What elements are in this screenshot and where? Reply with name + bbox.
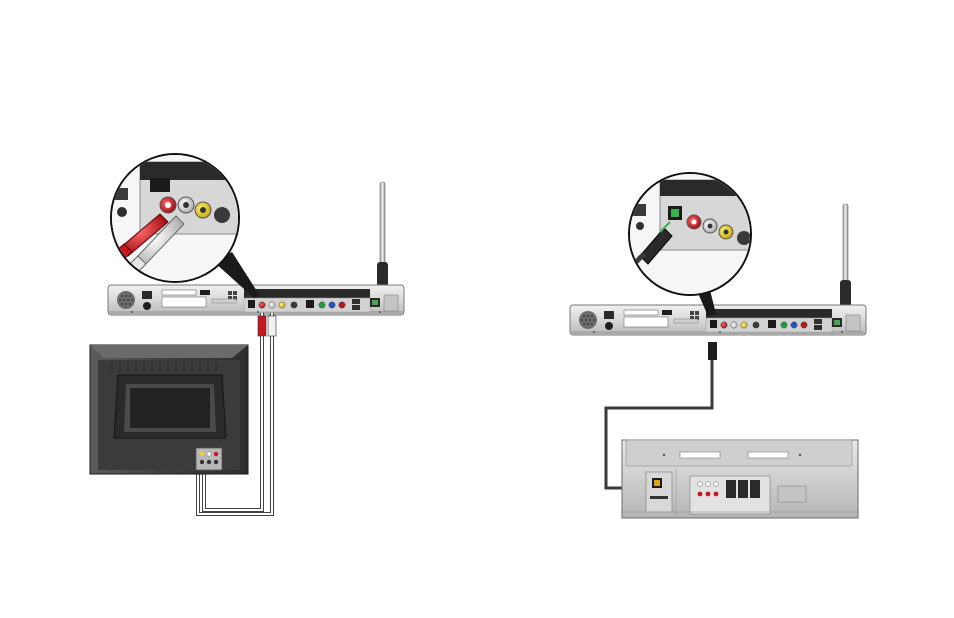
media-center-pc [570,305,866,335]
receiver-connection-diagram [570,172,866,518]
zoom-callout-optical-port [628,172,754,296]
media-center-pc [108,285,404,315]
tv-connection-diagram [90,154,404,514]
wireless-antenna [837,204,853,318]
av-receiver [622,440,858,518]
crt-tv [90,345,248,474]
wireless-antenna [374,182,390,301]
